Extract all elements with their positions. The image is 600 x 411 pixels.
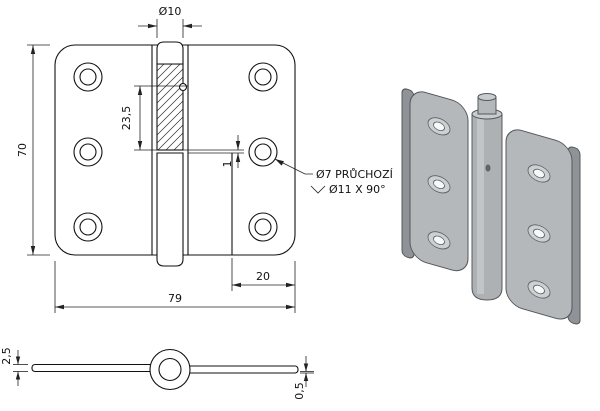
bottom-view: 2,5 0,5 [0, 347, 314, 400]
leaf-left-3d [401, 88, 469, 272]
hinge-knuckle [134, 41, 244, 267]
leaf-right-3d [505, 129, 581, 325]
dimension-width: 79 [54, 261, 296, 313]
dimension-label-width: 79 [168, 292, 182, 305]
leaf-left-holes [427, 117, 451, 250]
leaf-right-holes [527, 164, 551, 299]
dimension-edge-offset: 20 [231, 258, 295, 291]
set-screw-hole [178, 82, 188, 92]
barrel-highlight [477, 114, 484, 294]
dimension-height: 70 [16, 44, 50, 256]
hole-note-line2: Ø11 X 90° [329, 183, 386, 196]
pin-section-hatched [156, 63, 184, 151]
isometric-view [401, 88, 581, 325]
hole-note-line1: Ø7 PRŮCHOZÍ [316, 168, 393, 181]
barrel-3d [471, 93, 503, 301]
dimension-label-height: 70 [16, 143, 29, 157]
leaf-left-profile [31, 363, 171, 373]
dimension-pin-diameter: Ø10 [138, 5, 202, 38]
pin-lower [156, 152, 184, 267]
dimension-label-thickness: 2,5 [0, 347, 13, 365]
dimension-pin-depth: 23,5 [120, 85, 188, 150]
front-view: Ø10 23,5 1 70 [16, 5, 393, 313]
set-screw-hole-3d [485, 164, 491, 172]
dimension-label-pin-depth: 23,5 [120, 106, 133, 131]
dimension-label-pin-diameter: Ø10 [159, 5, 182, 18]
countersink-icon [310, 185, 326, 194]
dimension-label-step: 1 [221, 161, 234, 168]
pin-cap [156, 41, 184, 65]
pin-bore [158, 357, 182, 382]
hole-callout: Ø7 PRŮCHOZÍ Ø11 X 90° [274, 158, 393, 196]
dimension-label-edge-offset: 20 [256, 270, 270, 283]
dimension-thickness: 2,5 [0, 347, 28, 386]
dimension-step: 1 [221, 135, 241, 168]
dimension-label-leaf-offset: 0,5 [293, 382, 306, 400]
dimension-leaf-offset: 0,5 [293, 356, 314, 400]
screw-holes [73, 62, 278, 242]
